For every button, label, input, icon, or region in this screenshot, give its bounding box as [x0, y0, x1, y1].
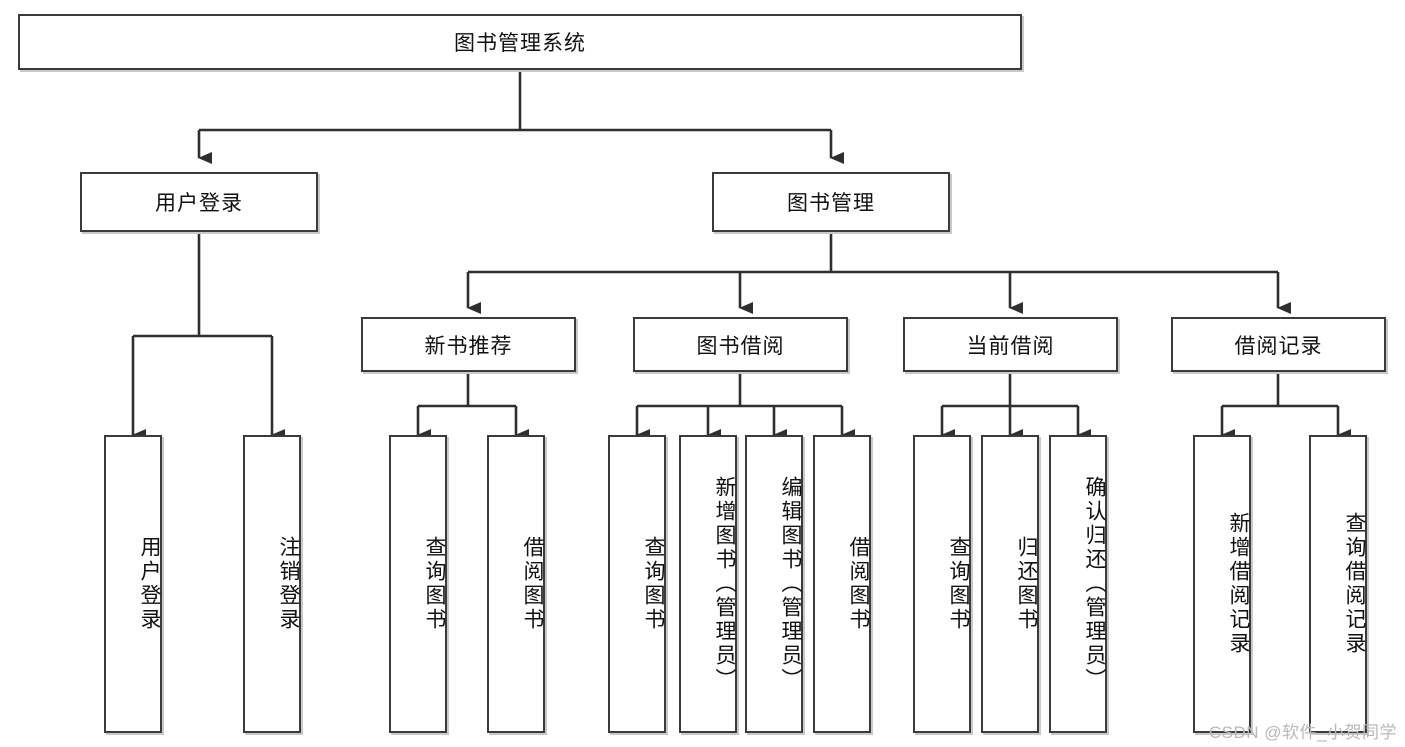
node-label: 确认归还（管理员）: [1083, 476, 1106, 692]
node-user-login[interactable]: 用户登录: [80, 172, 318, 232]
node-label: 借阅图书: [521, 536, 544, 632]
leaf-current-borrow-query-book[interactable]: 查询图书: [913, 435, 971, 733]
leaf-current-borrow-confirm-return-admin[interactable]: 确认归还（管理员）: [1049, 435, 1107, 733]
node-new-book-recommend[interactable]: 新书推荐: [361, 317, 576, 372]
node-label: 查询图书: [423, 536, 446, 632]
leaf-book-borrow-query-book[interactable]: 查询图书: [608, 435, 666, 733]
leaf-user-login-logout[interactable]: 注销登录: [243, 435, 301, 733]
csdn-watermark: CSDN @软件_小贺同学: [1208, 723, 1397, 742]
node-label: 新增图书（管理员）: [713, 476, 736, 692]
node-label: 用户登录: [138, 536, 161, 632]
leaf-current-borrow-return-book[interactable]: 归还图书: [981, 435, 1039, 733]
leaf-book-borrow-add-book-admin[interactable]: 新增图书（管理员）: [679, 435, 737, 733]
node-label: 新书推荐: [424, 334, 513, 358]
node-label: 归还图书: [1015, 536, 1038, 632]
leaf-book-borrow-borrow-book[interactable]: 借阅图书: [813, 435, 871, 733]
node-label: 查询图书: [947, 536, 970, 632]
node-label: 编辑图书（管理员）: [779, 476, 802, 692]
node-borrow-record[interactable]: 借阅记录: [1171, 317, 1386, 372]
leaf-borrow-record-add-record[interactable]: 新增借阅记录: [1193, 435, 1251, 733]
node-book-management[interactable]: 图书管理: [712, 172, 950, 232]
node-label: 借阅记录: [1234, 334, 1323, 358]
node-book-borrow[interactable]: 图书借阅: [633, 317, 848, 372]
node-label: 图书管理系统: [454, 32, 586, 55]
node-current-borrow[interactable]: 当前借阅: [903, 317, 1118, 372]
node-label: 查询图书: [642, 536, 665, 632]
node-label: 用户登录: [155, 192, 243, 215]
node-label: 当前借阅: [966, 334, 1055, 358]
node-root-book-management-system[interactable]: 图书管理系统: [18, 14, 1022, 70]
leaf-new-book-query-book[interactable]: 查询图书: [389, 435, 447, 733]
node-label: 新增借阅记录: [1227, 512, 1250, 656]
node-label: 图书管理: [787, 192, 875, 215]
leaf-borrow-record-query-record[interactable]: 查询借阅记录: [1309, 435, 1367, 733]
leaf-book-borrow-edit-book-admin[interactable]: 编辑图书（管理员）: [745, 435, 803, 733]
leaf-user-login-login[interactable]: 用户登录: [104, 435, 162, 733]
node-label: 注销登录: [277, 536, 300, 632]
leaf-new-book-borrow-book[interactable]: 借阅图书: [487, 435, 545, 733]
node-label: 图书借阅: [696, 334, 785, 358]
node-label: 借阅图书: [847, 536, 870, 632]
node-label: 查询借阅记录: [1343, 512, 1366, 656]
